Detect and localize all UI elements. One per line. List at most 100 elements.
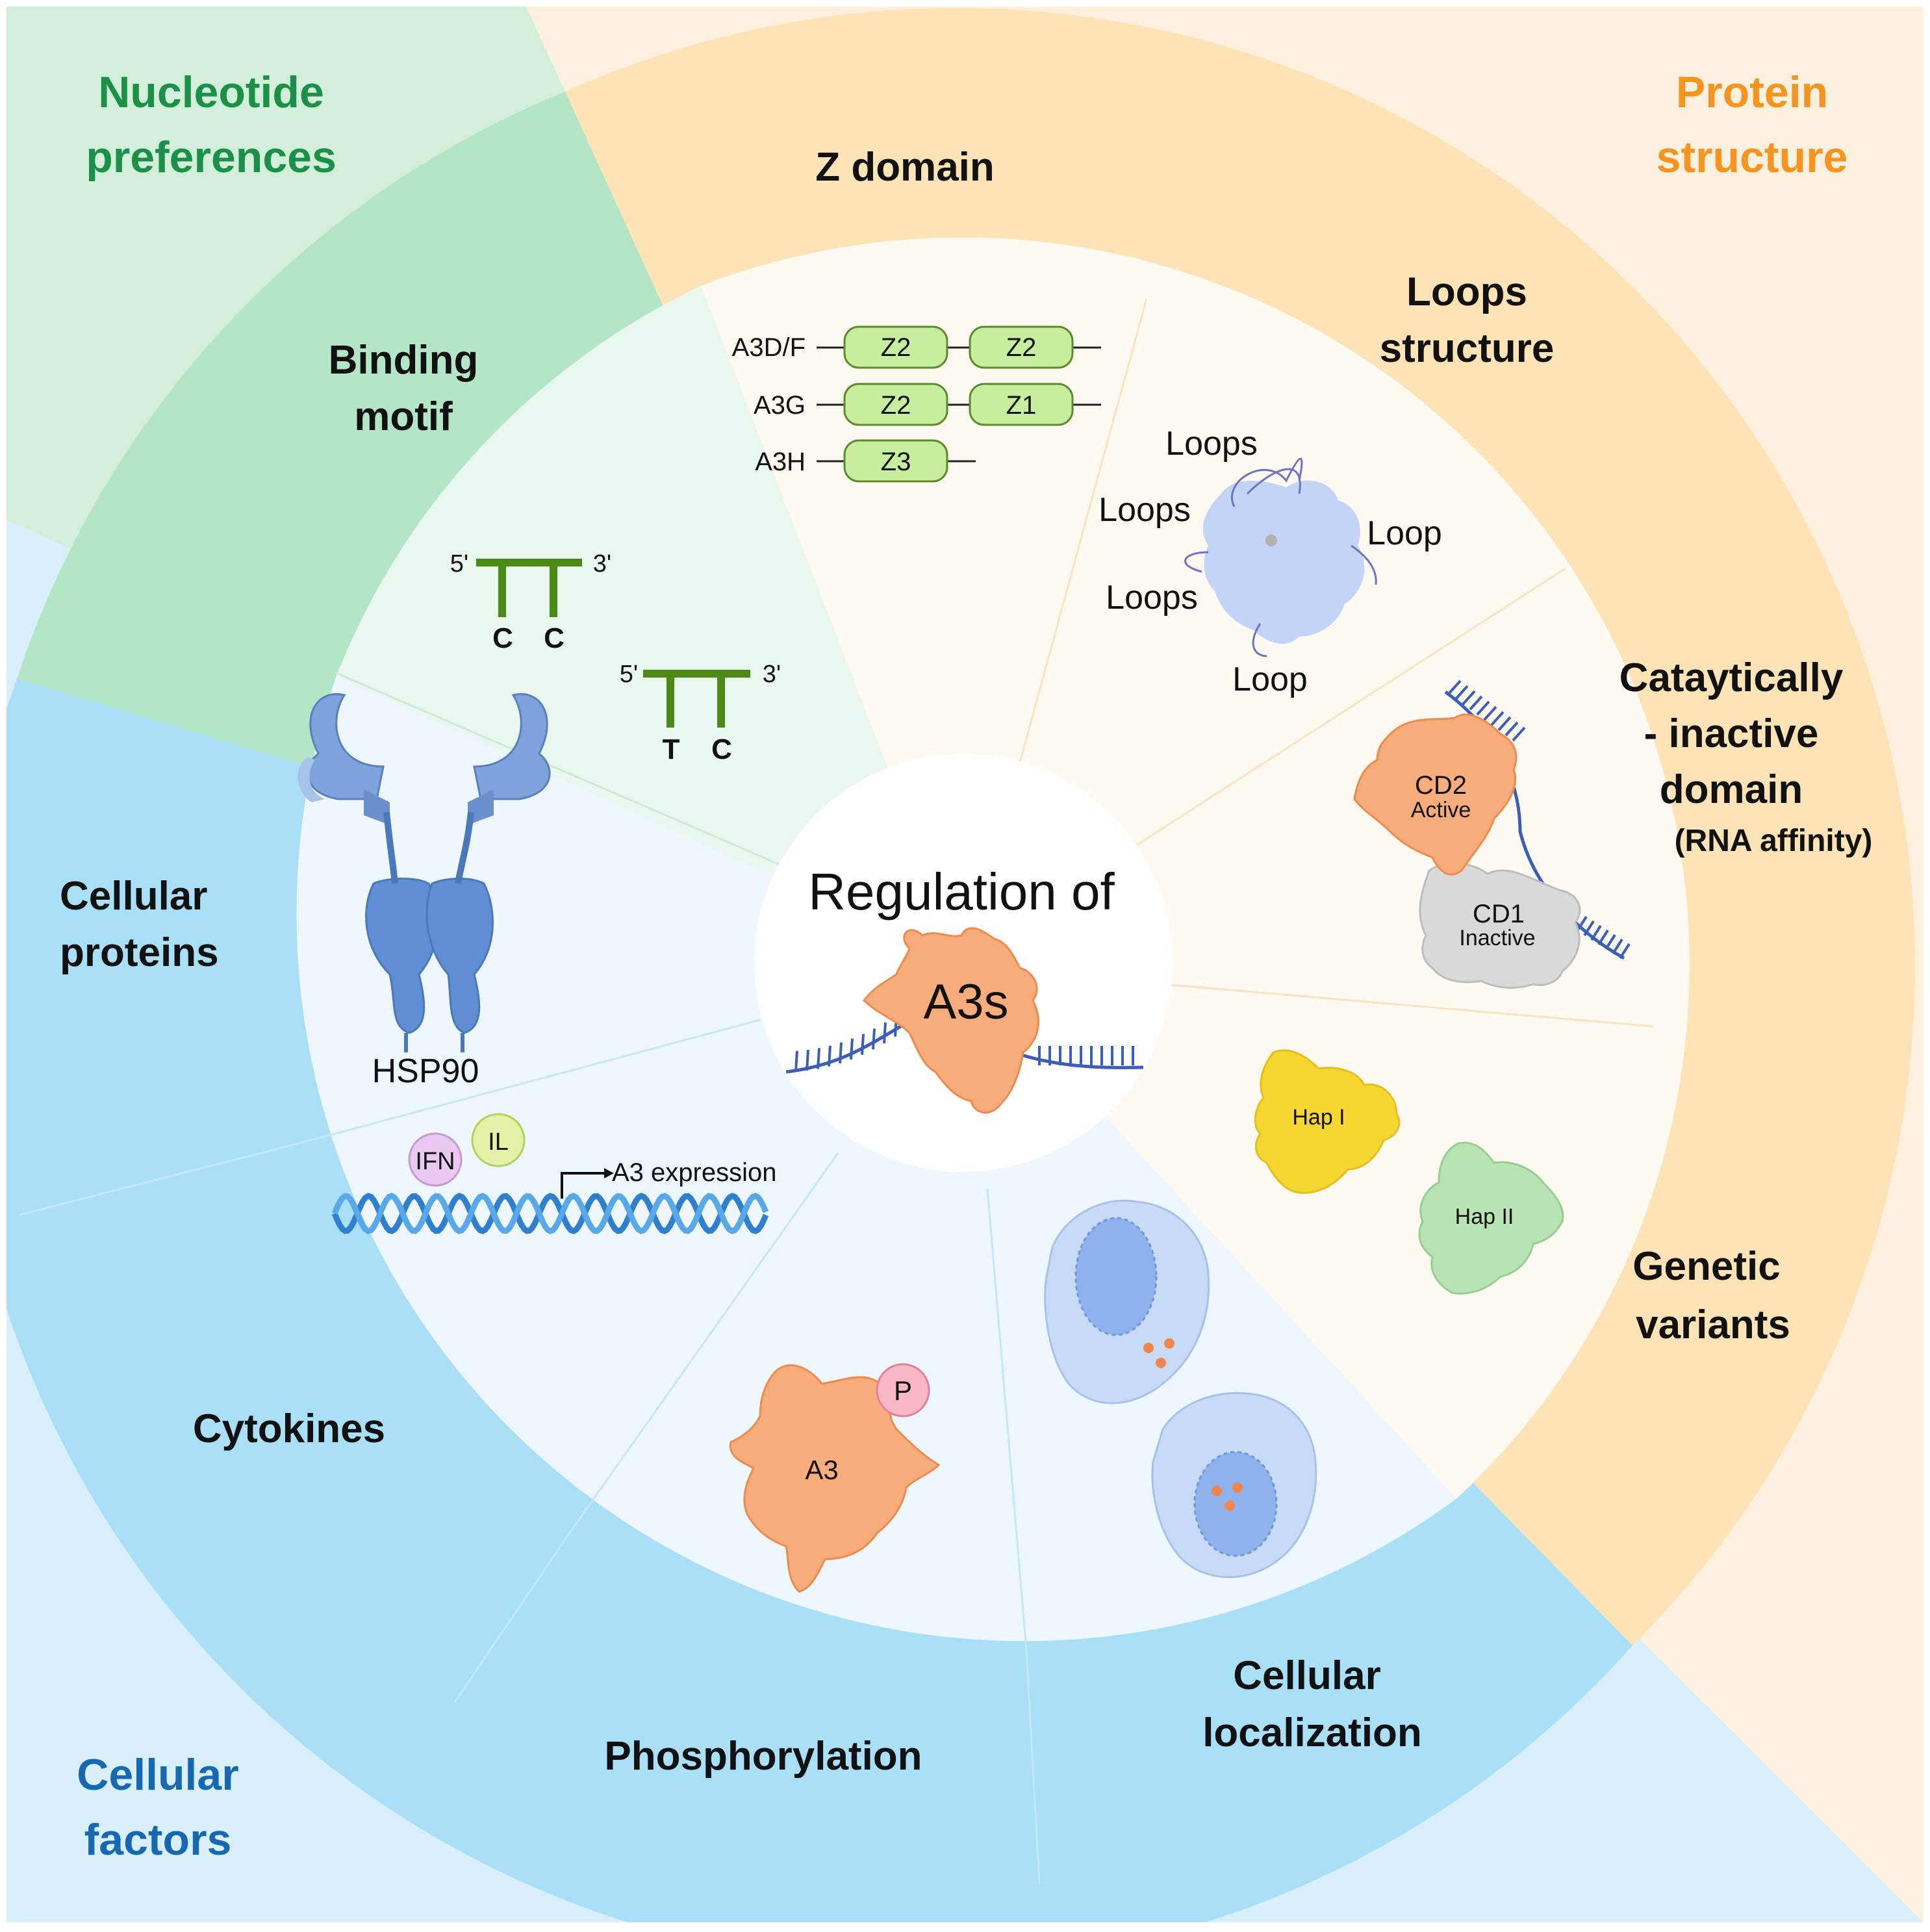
ring-divider-1 bbox=[19, 1142, 299, 1216]
strand-tick bbox=[794, 1050, 798, 1072]
category-cellular-line2: factors bbox=[84, 1815, 232, 1864]
sub-cytokines: Cytokines bbox=[193, 1406, 385, 1451]
strand-tick bbox=[828, 1045, 832, 1067]
strand-tick bbox=[1590, 924, 1602, 941]
z-domain-label: Z2 bbox=[881, 391, 911, 420]
strand-tick bbox=[1454, 685, 1469, 700]
divider-binding-proteins bbox=[334, 671, 809, 878]
inner-nucleotide bbox=[336, 286, 963, 963]
sub-localization-line1: Cellular bbox=[1233, 1653, 1380, 1698]
loop-label: Loops bbox=[1098, 491, 1191, 529]
strand-tick bbox=[1597, 929, 1609, 946]
binding-motif-2: 5' 3' T C bbox=[620, 661, 781, 765]
phosphorylation-illustration: A3 P bbox=[729, 1363, 941, 1593]
category-protein-line2: structure bbox=[1657, 133, 1848, 182]
strand-tick bbox=[872, 1028, 876, 1050]
sub-z-domain: Z domain bbox=[815, 145, 995, 190]
hap2-shape bbox=[1418, 1141, 1564, 1295]
inner-cellular bbox=[296, 676, 1457, 1642]
ring-divider-3 bbox=[1025, 1649, 1041, 1885]
divider-proteins-cytokines bbox=[298, 1019, 761, 1145]
motif-five-prime: 5' bbox=[620, 661, 638, 688]
strand-tick bbox=[1605, 934, 1616, 950]
nucleus-2 bbox=[1193, 1451, 1278, 1557]
strand-tick bbox=[1512, 726, 1526, 742]
cellular-localization-illustration bbox=[1044, 1199, 1317, 1579]
ifn-circle bbox=[408, 1132, 463, 1187]
z-domain-box bbox=[843, 439, 948, 483]
sub-binding-line2: motif bbox=[354, 394, 453, 439]
strand-tick bbox=[1469, 695, 1483, 711]
binding-motif-1: 5' 3' C C bbox=[450, 550, 611, 654]
sub-cd-line3: domain bbox=[1660, 767, 1803, 812]
loop-label: Loops bbox=[1165, 425, 1258, 463]
divider-cytokines-phospho bbox=[570, 1152, 839, 1531]
ring-divider-2 bbox=[453, 1529, 573, 1703]
sub-localization-line2: localization bbox=[1202, 1710, 1422, 1755]
ifn-label: IFN bbox=[415, 1148, 455, 1175]
a3-phospho-label: A3 bbox=[805, 1455, 838, 1485]
hap1-label: Hap I bbox=[1292, 1105, 1345, 1130]
strand-tick bbox=[1583, 920, 1595, 937]
loops-protein-blob bbox=[1202, 480, 1365, 644]
cd2-active-shape bbox=[1353, 713, 1517, 876]
cytokines-illustration: IFN IL A3 expression bbox=[331, 1113, 776, 1234]
divider-zdomain-loops bbox=[1012, 298, 1148, 787]
sub-phosphorylation: Phosphorylation bbox=[604, 1734, 922, 1779]
loop-label: Loop bbox=[1232, 661, 1308, 698]
hap2-label: Hap II bbox=[1455, 1204, 1514, 1229]
cd2-name: CD2 bbox=[1415, 771, 1467, 800]
center-dna bbox=[785, 1008, 1144, 1074]
z-domain-box bbox=[843, 383, 948, 426]
z-domain-box bbox=[969, 383, 1074, 426]
sub-genetic-line1: Genetic bbox=[1632, 1244, 1780, 1289]
z-domain-box bbox=[843, 325, 948, 369]
z-row-name: A3H bbox=[755, 448, 806, 476]
z-domain-diagram: A3D/F Z2 Z2 A3G Z2 Z1 A3H Z3 bbox=[732, 325, 1101, 483]
cd2-state: Active bbox=[1411, 798, 1471, 822]
z-row-name: A3G bbox=[754, 391, 806, 420]
motif-base: T bbox=[663, 733, 680, 765]
sub-binding-line1: Binding bbox=[329, 338, 479, 383]
dna-strand bbox=[331, 1193, 769, 1234]
strand-tick bbox=[1462, 690, 1476, 705]
loops-structure-illustration: Loops Loops Loops Loop Loop bbox=[1098, 425, 1442, 698]
z-row-a3h: A3H Z3 bbox=[755, 439, 976, 483]
category-protein-line1: Protein bbox=[1676, 68, 1828, 117]
il-label: IL bbox=[488, 1128, 509, 1156]
z-row-name: A3D/F bbox=[732, 333, 806, 362]
motif-three-prime: 3' bbox=[593, 550, 611, 578]
z-domain-box bbox=[969, 325, 1074, 369]
dna-helix bbox=[331, 1193, 769, 1234]
motif-three-prime: 3' bbox=[763, 661, 781, 688]
loops-center-dot bbox=[1265, 535, 1277, 546]
strand-tick bbox=[1619, 943, 1631, 960]
sub-proteins-line2: proteins bbox=[60, 930, 219, 975]
expression-label: A3 expression bbox=[612, 1158, 776, 1187]
cd1-inactive-shape bbox=[1419, 862, 1581, 989]
strand-tick bbox=[1612, 938, 1623, 955]
strand-tick bbox=[1490, 711, 1505, 726]
divider-phospho-localization bbox=[986, 1188, 1028, 1651]
expression-arrow bbox=[561, 1172, 604, 1199]
strand-tick bbox=[850, 1038, 854, 1060]
strand-tick bbox=[806, 1049, 809, 1071]
strand-tick bbox=[817, 1048, 820, 1069]
strand-tick bbox=[839, 1042, 843, 1063]
sub-loops-line2: structure bbox=[1380, 326, 1555, 371]
category-cellular-line1: Cellular bbox=[77, 1750, 238, 1799]
divider-cd-genetic bbox=[1162, 983, 1654, 1028]
strand-tick bbox=[1497, 716, 1512, 731]
center-a3s-protein bbox=[863, 927, 1039, 1114]
z-domain-label: Z3 bbox=[881, 448, 911, 476]
strand-tick bbox=[1483, 705, 1497, 721]
phosphate-label: P bbox=[894, 1375, 912, 1406]
dna-strand bbox=[331, 1193, 769, 1234]
strand-tick bbox=[1476, 700, 1490, 716]
motif-base: C bbox=[544, 622, 565, 654]
motif-base: C bbox=[492, 622, 513, 654]
divider-loops-cd bbox=[1117, 567, 1566, 859]
nucleus-1 bbox=[1074, 1217, 1158, 1336]
category-nucleotide-line2: preferences bbox=[86, 133, 336, 182]
